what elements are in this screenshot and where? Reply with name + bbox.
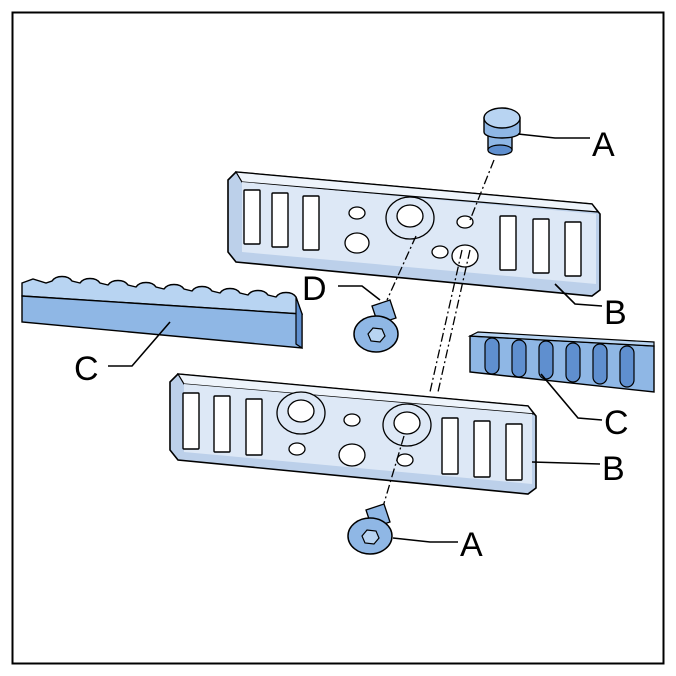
screw-a-bottom: [347, 503, 393, 555]
callout-c-left: C: [74, 350, 99, 388]
plate-bottom-slots-right: [441, 417, 523, 481]
leader-lines: [108, 133, 603, 543]
callout-c-right: C: [604, 404, 629, 442]
rack-left: [21, 275, 304, 350]
plate-top-holes: [344, 196, 479, 268]
callout-a-top: A: [592, 126, 615, 164]
rack-right: [467, 331, 655, 393]
callout-b-bottom: B: [602, 450, 625, 488]
plate-top: [227, 171, 601, 297]
hex-socket-icon: [361, 529, 380, 545]
plate-bottom: [169, 373, 537, 495]
callout-b-top: B: [604, 294, 627, 332]
plate-bottom-bevel: [176, 373, 536, 415]
callout-d: D: [302, 270, 327, 308]
plate-bottom-holes: [276, 391, 432, 467]
plate-bottom-slots-left: [182, 392, 263, 456]
rack-left-end: [295, 296, 303, 350]
rack-left-teeth: [21, 275, 304, 315]
assembly-axis-lines: [381, 159, 495, 511]
callout-a-bottom: A: [460, 526, 483, 564]
screw-d: [353, 299, 399, 353]
hex-socket-icon: [367, 327, 386, 343]
screw-a-top: [483, 107, 521, 156]
plate-top-slots-left: [243, 189, 320, 251]
plate-top-bevel: [234, 171, 600, 213]
rack-right-teeth: [484, 337, 635, 388]
plate-top-slots-right: [499, 215, 582, 277]
rack-right-top: [467, 331, 655, 347]
